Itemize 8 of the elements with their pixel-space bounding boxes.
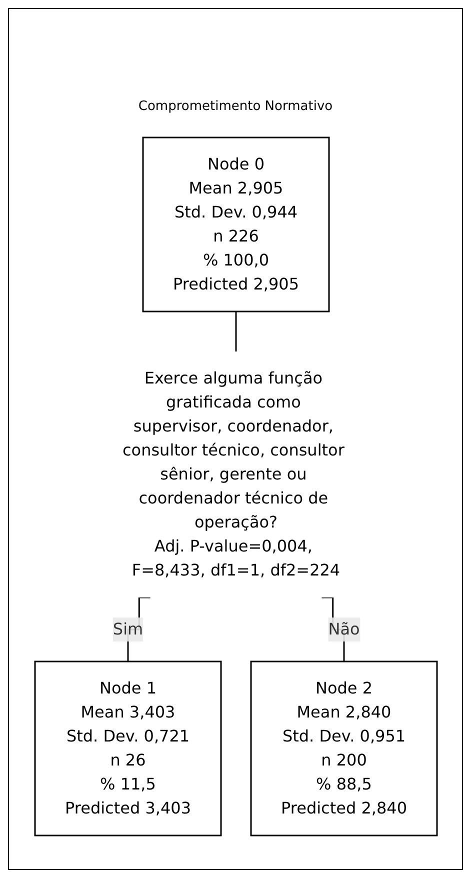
edge-label: Não — [328, 620, 360, 638]
node-box: Node 0 Mean 2,905 Std. Dev. 0,944 n 226 % 100,0 Predicted 2,905 — [142, 136, 330, 312]
node-text: Exerce alguma função gratificada como supervisor, coordenador, consultor técnico, consultor sênior, gerente ou coordenador técnico de operação? Adj. P-value=0,004, F=8,433, df1=1, df2=224 — [122, 368, 344, 580]
edge-label: Sim — [112, 620, 143, 638]
node-box: Node 1 Mean 3,403 Std. Dev. 0,721 n 26 % 11,5 Predicted 3,403 — [34, 660, 222, 836]
node-box: Node 2 Mean 2,840 Std. Dev. 0,951 n 200 % 88,5 Predicted 2,840 — [250, 660, 438, 836]
connector — [234, 310, 236, 352]
diagram-title: Comprometimento Normativo — [137, 99, 334, 114]
